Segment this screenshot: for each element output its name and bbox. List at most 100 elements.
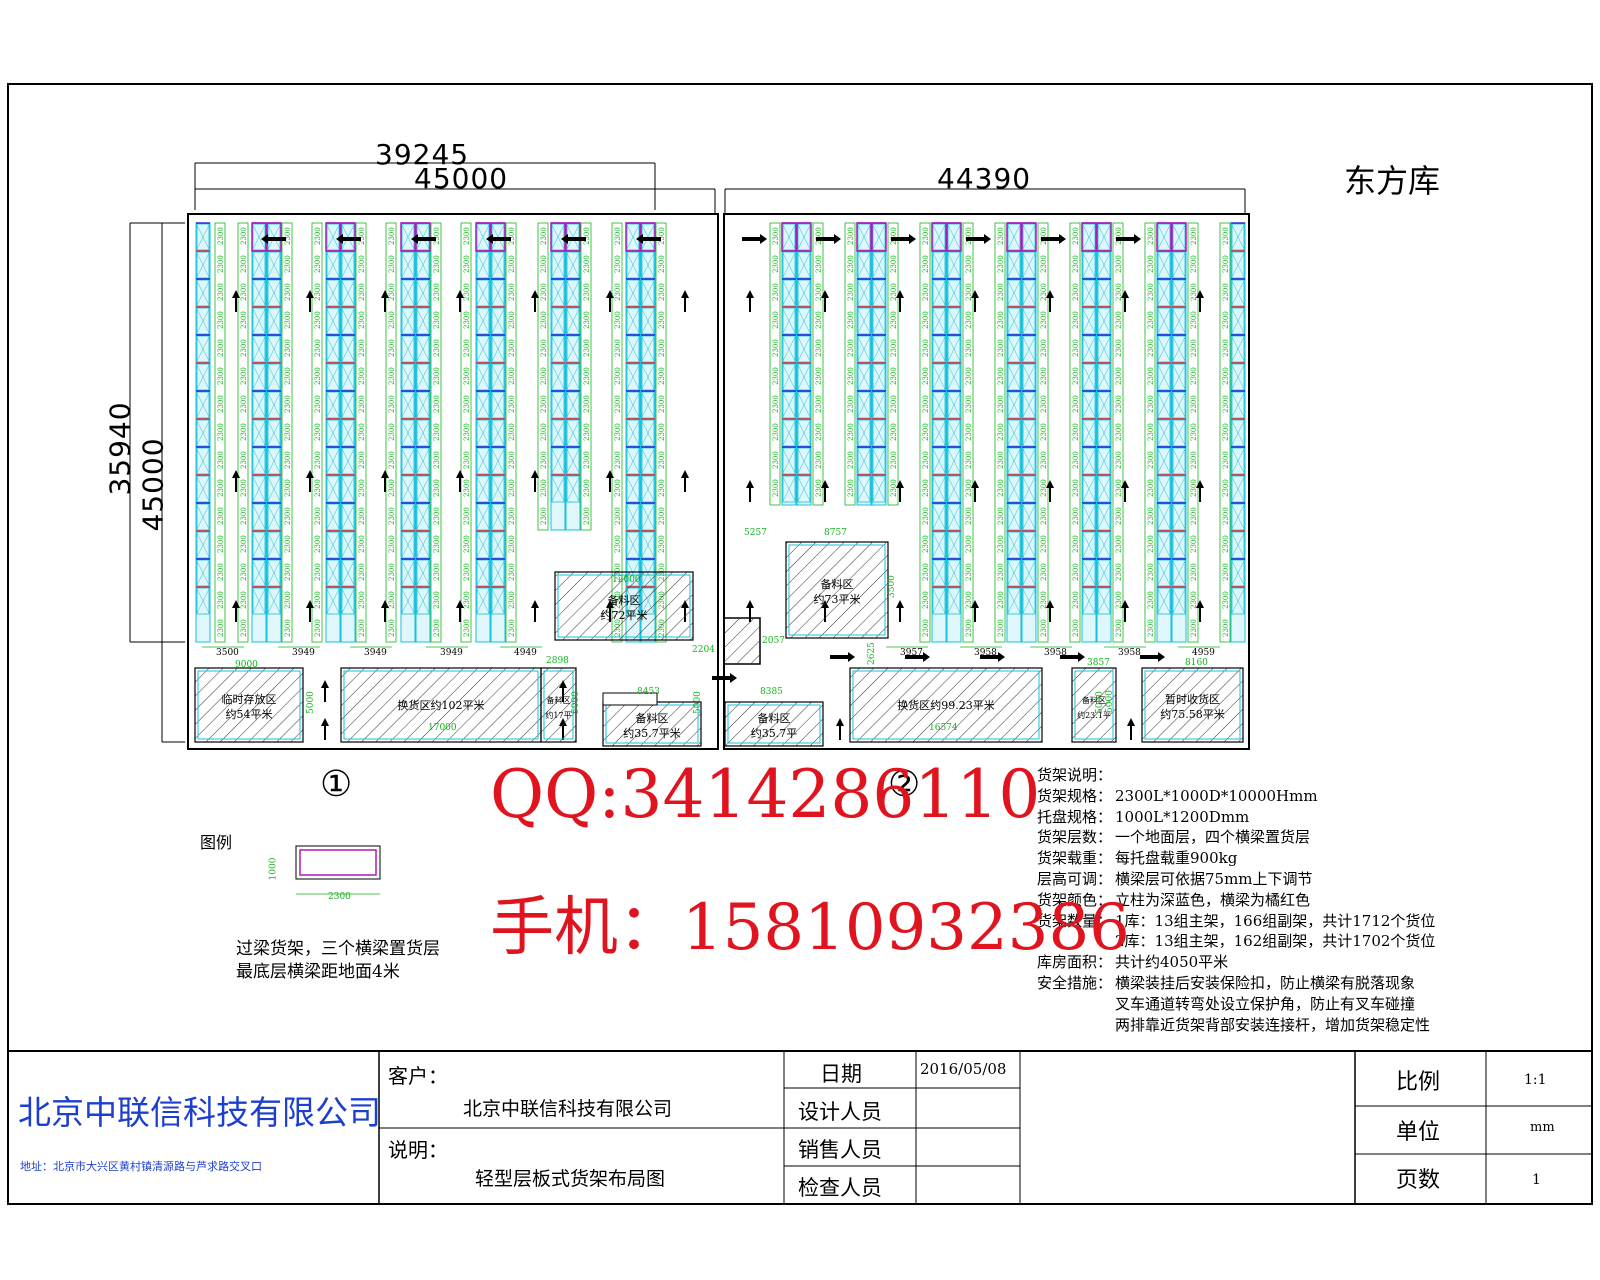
rack-label-2300: 2300 [284, 367, 292, 385]
rack-bay [196, 391, 210, 419]
rack-bay [566, 363, 580, 391]
rack-label-2300: 2300 [1072, 367, 1080, 385]
rack-label-2300: 2300 [1040, 283, 1048, 301]
rack-bay [1157, 587, 1171, 615]
rack-bay [267, 335, 281, 363]
rack-bay-cross [641, 280, 655, 306]
rack-bay [267, 391, 281, 419]
rack-label-2300: 2300 [965, 311, 973, 329]
rack-bay [196, 307, 210, 335]
rack-label-2300: 2300 [508, 479, 516, 497]
dim-small: 8453 [637, 687, 660, 697]
rack-dim-strip [919, 222, 931, 643]
notes-key: 货架颜色： [1037, 890, 1113, 909]
aisle-arrow-right [742, 234, 767, 244]
rack-label-2300: 2300 [284, 591, 292, 609]
rack-bay-cross [626, 532, 640, 558]
rack-label-2300: 2300 [1222, 619, 1230, 637]
rack-bay [476, 279, 490, 307]
rack-bay [1231, 559, 1245, 587]
notes-key: 货架规格： [1037, 786, 1113, 805]
rack-bay [566, 251, 580, 279]
rack-label-2300: 2300 [965, 479, 973, 497]
rack-bay-cross [196, 336, 210, 362]
rack-bay [857, 419, 871, 447]
legend-dim-h: 1000 [268, 857, 279, 881]
rack-top-magenta [1021, 222, 1037, 252]
rack-label-2300: 2300 [1147, 311, 1155, 329]
rack-bay-cross [551, 420, 565, 446]
rack-label-2300: 2300 [217, 535, 225, 553]
rack-bay-cross [1231, 364, 1245, 390]
aisle-arrow-up [306, 470, 314, 492]
rack-dim-strip [812, 222, 824, 506]
rack-bay [196, 447, 210, 475]
rack-bay [947, 391, 961, 419]
rack-bay [872, 447, 886, 475]
rack-bay [626, 503, 640, 531]
rack-bay [932, 419, 946, 447]
rack-bay [1172, 531, 1186, 559]
notes-row: 托盘规格：1000L*1200Dmm [1037, 807, 1435, 828]
rack-bay-cross [196, 364, 210, 390]
aisle-arrow-up [531, 290, 539, 312]
rack-bay-cross [341, 364, 355, 390]
rack-label-2300: 2300 [540, 479, 548, 497]
rack-bay-cross [641, 448, 655, 474]
rack-bay-cross [1097, 392, 1111, 418]
rack-bay-cross [1022, 476, 1036, 502]
rack-label-2300: 2300 [614, 535, 622, 553]
rack-bay-cross [196, 588, 210, 614]
rack-label-2300: 2300 [614, 479, 622, 497]
rack-bay-cross [326, 364, 340, 390]
rack-bay-cross [491, 504, 505, 530]
rack-label-2300: 2300 [433, 563, 441, 581]
rack-bay-cross [1157, 532, 1171, 558]
rack-bay [252, 279, 266, 307]
rack-bay-cross [857, 448, 871, 474]
rack-bay [857, 279, 871, 307]
rack-label-2300: 2300 [1040, 619, 1048, 637]
rack-bay [267, 559, 281, 587]
aisle-arrow-right [830, 652, 855, 662]
rack-bay-cross [872, 224, 886, 250]
rack-label-2300: 2300 [463, 591, 471, 609]
rack-bay-cross [857, 224, 871, 250]
rack-label-2300: 2300 [583, 395, 591, 413]
notes-row: 安全措施：横梁装挂后安装保险扣，防止横梁有脱落现象 [1037, 973, 1435, 994]
rack-bay-cross [782, 364, 796, 390]
rack-label-2300: 2300 [508, 227, 516, 245]
rack-bay [1022, 279, 1036, 307]
rack-label-2300: 2300 [1222, 255, 1230, 273]
rack-bay-cross [267, 588, 281, 614]
rack-bay [1082, 447, 1096, 475]
rack-bay-cross [1172, 392, 1186, 418]
notes-key [1037, 1015, 1115, 1036]
rack-bay-cross [196, 476, 210, 502]
aisle-arrow-left [636, 234, 661, 244]
rack-label-2300: 2300 [1072, 423, 1080, 441]
rack-label-2300: 2300 [358, 339, 366, 357]
rack-label-2300: 2300 [540, 395, 548, 413]
rack-label-2300: 2300 [358, 311, 366, 329]
rack-bay [932, 587, 946, 615]
rack-bay [626, 391, 640, 419]
dim-small: 12000 [612, 575, 641, 585]
rack-bay [1172, 251, 1186, 279]
rack-bay [932, 335, 946, 363]
rack-bay [196, 475, 210, 503]
connector-door-hatch [724, 618, 760, 664]
rack-label-2300: 2300 [508, 339, 516, 357]
rack-bay [252, 559, 266, 587]
rack-bay-cross [566, 476, 580, 502]
rack-bay [491, 447, 505, 475]
rack-bay [932, 503, 946, 531]
rack-label-2300: 2300 [314, 283, 322, 301]
gap-dim: 3500 [216, 648, 239, 658]
rack-bay [1022, 419, 1036, 447]
zone-area [340, 667, 542, 743]
rack-bay-cross [947, 336, 961, 362]
rack-bay [1097, 531, 1111, 559]
rack-bay [252, 363, 266, 391]
rack-label-2300: 2300 [1115, 479, 1123, 497]
